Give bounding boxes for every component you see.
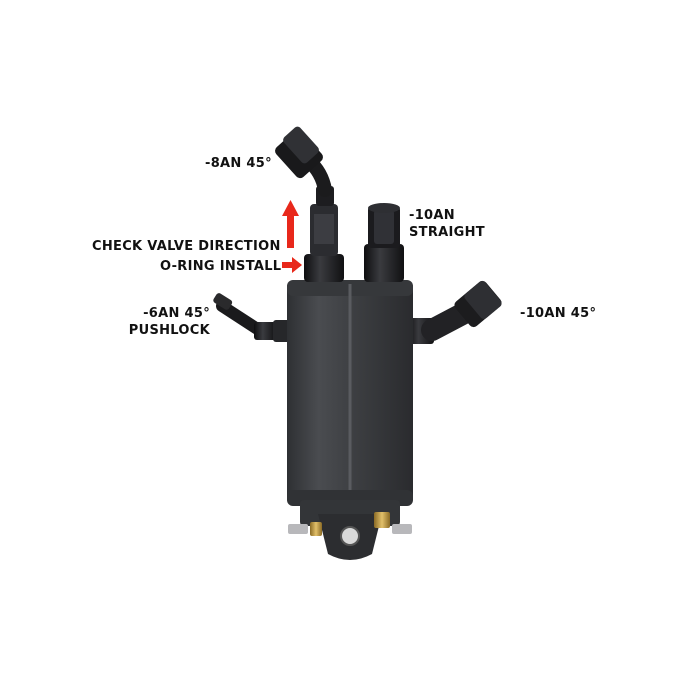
fitting-6an-45-pushlock bbox=[213, 293, 291, 342]
fitting-8an-45-check-valve bbox=[275, 126, 344, 282]
label-10an-straight: -10AN STRAIGHT bbox=[409, 207, 485, 241]
label-6an-45-line2: PUSHLOCK bbox=[128, 323, 210, 338]
check-valve-direction-arrow bbox=[282, 200, 299, 248]
label-10an-straight-line1: -10AN bbox=[409, 208, 455, 223]
fitting-10an-45 bbox=[408, 280, 502, 344]
label-check-valve-direction: CHECK VALVE DIRECTION bbox=[92, 239, 281, 254]
catch-can-body bbox=[287, 280, 413, 506]
label-oring-install: O-RING INSTALL bbox=[160, 259, 282, 274]
label-6an-45-line1: -6AN 45° bbox=[143, 306, 210, 321]
oring-install-arrow bbox=[282, 257, 302, 273]
label-8an-45: -8AN 45° bbox=[205, 156, 272, 171]
label-10an-45: -10AN 45° bbox=[520, 306, 597, 321]
fitting-10an-straight bbox=[364, 203, 404, 282]
mounting-bracket bbox=[288, 500, 412, 560]
label-10an-straight-line2: STRAIGHT bbox=[409, 225, 485, 240]
label-6an-45-pushlock: -6AN 45° PUSHLOCK bbox=[126, 305, 210, 339]
